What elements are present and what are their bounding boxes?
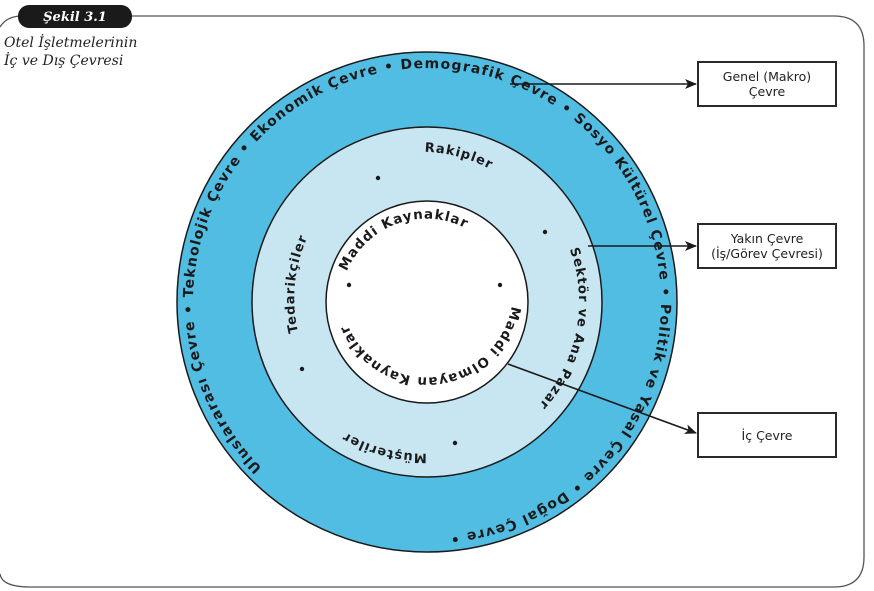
arrow-internal [507, 363, 697, 434]
figure-label: Şekil 3.1 [43, 10, 107, 25]
callout-general-line2: Çevre [748, 84, 786, 99]
callout-near-line1: Yakın Çevre [730, 231, 804, 246]
callout-internal-line1: İç Çevre [741, 427, 793, 443]
callout-general-line1: Genel (Makro) [722, 69, 812, 84]
separator-dot [497, 282, 503, 288]
separator-dot [452, 440, 458, 446]
figure-label-pill [18, 5, 132, 28]
separator-dot [375, 175, 381, 181]
callout-internal-environment: İç Çevre [697, 412, 837, 458]
separator-dot [299, 366, 305, 372]
callout-general-environment: Genel (Makro) Çevre [697, 61, 837, 107]
caption-line-2: İç ve Dış Çevresi [4, 53, 124, 69]
callout-near-environment: Yakın Çevre (İş/Görev Çevresi) [697, 223, 837, 269]
separator-dot [542, 229, 548, 235]
callout-near-line2: (İş/Görev Çevresi) [711, 246, 823, 261]
caption-line-1: Otel İşletmelerinin [4, 35, 138, 51]
figure-frame [0, 15, 865, 588]
frame-left-curve [0, 15, 21, 28]
inner-circle [325, 200, 529, 404]
separator-dot [346, 282, 352, 288]
figure-caption: Otel İşletmelerinin İç ve Dış Çevresi [4, 34, 137, 70]
